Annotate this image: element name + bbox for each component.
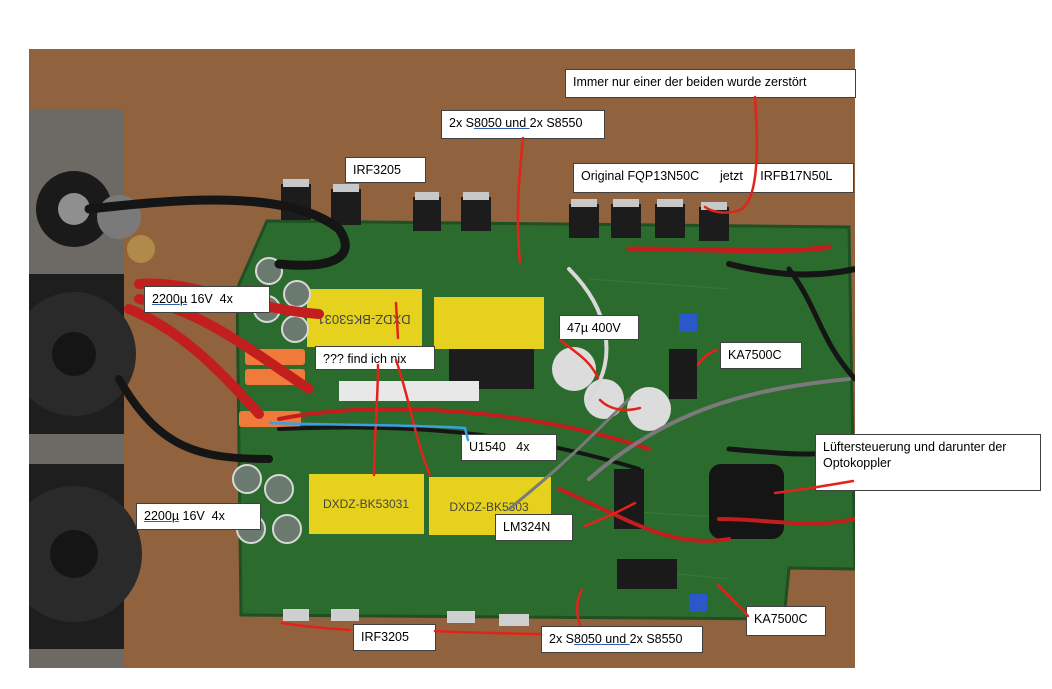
- label-lm324n: LM324N: [495, 514, 573, 541]
- fan-top: [29, 274, 136, 434]
- label-capacitor-top: 2200µ 16V 4x: [144, 286, 270, 313]
- pcb-board: [237, 221, 855, 619]
- label-fqp13n50c: Original FQP13N50C jetzt IRFB17N50L: [573, 163, 854, 193]
- transformer-top-right: [434, 297, 544, 389]
- label-capacitor-bottom-part2: µ: [171, 509, 180, 523]
- label-s8050-bottom-part1: 2x S: [549, 632, 575, 646]
- label-immer-nur-einer: Immer nur einer der beiden wurde zerstör…: [565, 69, 856, 98]
- label-ka7500c-bottom: KA7500C: [746, 606, 826, 636]
- label-s8050-bottom-part2: 8050: [574, 632, 602, 646]
- label-luefter-line2: Optokoppler: [823, 456, 892, 470]
- label-luefter-line1: Lüftersteuerung und darunter der: [823, 440, 1007, 454]
- label-s8050-top-part4: 2x S8550: [529, 116, 583, 130]
- label-capacitor-top-part2: µ: [179, 292, 188, 306]
- label-s8050-bottom: 2x S8050 und 2x S8550: [541, 626, 703, 653]
- label-irf3205-top: IRF3205: [345, 157, 426, 183]
- label-capacitor-hv: 47µ 400V: [559, 315, 639, 340]
- label-s8050-top-part3: und: [501, 116, 530, 130]
- label-capacitor-bottom-part3: 16V 4x: [179, 509, 225, 523]
- label-u1540: U1540 4x: [461, 434, 557, 461]
- opto-connector: [709, 464, 784, 539]
- label-s8050-bottom-part3: und: [601, 632, 630, 646]
- label-s8050-top-part1: 2x S: [449, 116, 475, 130]
- label-capacitor-bottom: 2200µ 16V 4x: [136, 503, 261, 530]
- transformer-bottom-right: DXDZ-BK5303: [429, 477, 551, 535]
- label-capacitor-bottom-part1: 2200: [144, 509, 172, 523]
- label-ka7500c-top: KA7500C: [720, 342, 802, 369]
- label-find-ich-nix: ??? find ich nix: [315, 346, 435, 370]
- transformer-bottom-left-text: DXDZ-BK53031: [323, 497, 409, 511]
- transformer-bottom-right-text: DXDZ-BK5303: [449, 500, 529, 514]
- label-irf3205-bottom: IRF3205: [353, 624, 436, 651]
- transformer-bottom-left: DXDZ-BK53031: [309, 474, 424, 534]
- label-s8050-top-part2: 8050: [474, 116, 502, 130]
- transformer-top-left-text: DXDZ-BK53031: [317, 312, 410, 327]
- transformer-top-left: DXDZ-BK53031: [307, 289, 422, 347]
- label-capacitor-top-part1: 2200: [152, 292, 180, 306]
- fan-bottom: [29, 464, 142, 649]
- trimpots: [679, 314, 707, 612]
- label-s8050-bottom-part4: 2x S8550: [629, 632, 683, 646]
- bottom-mosfets: [283, 609, 529, 626]
- label-s8050-top: 2x S8050 und 2x S8550: [441, 110, 605, 139]
- label-capacitor-top-part3: 16V 4x: [187, 292, 233, 306]
- terminal-bolts: [36, 171, 155, 263]
- heatsink-bar: [339, 381, 479, 401]
